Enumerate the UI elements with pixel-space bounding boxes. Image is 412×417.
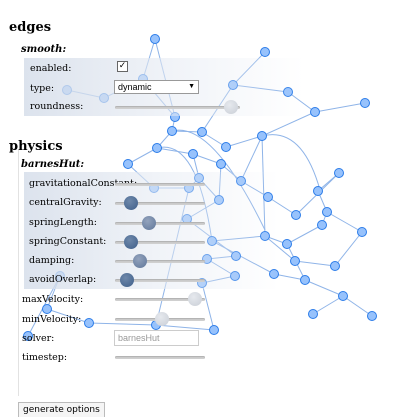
graph-node[interactable] (188, 149, 198, 159)
enabled-label: enabled: (30, 63, 72, 74)
timestep-label: timestep: (22, 352, 68, 363)
maxvelocity-label: maxVelocity: (22, 294, 84, 305)
graph-node[interactable] (322, 207, 332, 217)
graph-edge (294, 260, 336, 267)
barneshut-slider-handle[interactable] (124, 196, 138, 210)
barneshut-slider[interactable] (115, 241, 205, 244)
graph-edge (261, 134, 321, 191)
graph-node[interactable] (330, 261, 340, 271)
graph-node[interactable] (197, 127, 207, 137)
graph-edge (88, 322, 157, 326)
graph-edge (273, 273, 306, 281)
barneshut-slider[interactable] (115, 260, 205, 263)
graph-node[interactable] (209, 325, 219, 335)
graph-node[interactable] (291, 210, 301, 220)
timestep-slider[interactable] (115, 356, 205, 359)
barneshut-slider[interactable] (115, 279, 205, 282)
graph-node[interactable] (310, 107, 320, 117)
chevron-down-icon: ▼ (188, 83, 195, 90)
graph-node[interactable] (23, 331, 33, 341)
solver-label: solver: (22, 333, 55, 344)
graph-edge (286, 224, 323, 245)
graph-edge (156, 147, 194, 155)
graph-node[interactable] (357, 227, 367, 237)
type-select-value: dynamic (118, 82, 152, 92)
graph-edge (304, 279, 344, 297)
graph-edge (314, 102, 366, 113)
graph-node[interactable] (313, 186, 323, 196)
graph-node[interactable] (221, 142, 231, 152)
enabled-checkbox[interactable]: ✓ (117, 61, 128, 72)
graph-node[interactable] (300, 275, 310, 285)
barneshut-slider-label: avoidOverlap: (29, 274, 97, 285)
graph-node[interactable] (167, 126, 177, 136)
minvelocity-label: minVelocity: (22, 314, 82, 325)
edges-heading: edges (9, 20, 52, 35)
roundness-slider-handle[interactable] (224, 100, 238, 114)
barneshut-section-title: barnesHut: (21, 159, 85, 170)
graph-node[interactable] (123, 159, 133, 169)
solver-input[interactable]: barnesHut (114, 330, 199, 346)
roundness-label: roundness: (30, 101, 84, 112)
maxvelocity-slider-handle[interactable] (188, 292, 202, 306)
graph-node[interactable] (338, 291, 348, 301)
barneshut-slider[interactable] (115, 222, 205, 225)
type-label: type: (30, 83, 55, 94)
graph-node[interactable] (367, 311, 377, 321)
roundness-slider[interactable] (115, 106, 240, 109)
barneshut-slider-label: damping: (29, 255, 75, 266)
graph-node[interactable] (216, 159, 226, 169)
graph-node[interactable] (42, 304, 52, 314)
graph-node[interactable] (260, 47, 270, 57)
physics-heading: physics (9, 139, 63, 154)
barneshut-slider-label: springConstant: (29, 236, 107, 247)
barneshut-slider-label: centralGravity: (29, 197, 102, 208)
barneshut-slider-handle[interactable] (142, 216, 156, 230)
physics-divider (18, 150, 19, 396)
barneshut-slider[interactable] (115, 183, 205, 186)
graph-edge (342, 295, 373, 317)
graph-node[interactable] (152, 143, 162, 153)
graph-node[interactable] (257, 131, 267, 141)
graph-node[interactable] (282, 239, 292, 249)
graph-edge (127, 147, 158, 165)
barneshut-slider[interactable] (115, 202, 205, 205)
graph-edge (201, 282, 215, 331)
graph-node[interactable] (308, 309, 318, 319)
graph-edge (46, 308, 90, 324)
graph-node[interactable] (317, 220, 327, 230)
graph-edge (261, 111, 316, 137)
graph-node[interactable] (84, 318, 94, 328)
graph-edge (334, 231, 363, 267)
barneshut-slider-handle[interactable] (133, 254, 147, 268)
barneshut-slider-handle[interactable] (124, 235, 138, 249)
graph-edge (155, 324, 215, 331)
minvelocity-slider-handle[interactable] (155, 312, 169, 326)
barneshut-options-box (24, 172, 279, 289)
graph-edge (326, 211, 363, 233)
type-select[interactable]: dynamic ▼ (114, 80, 199, 94)
graph-node[interactable] (290, 256, 300, 266)
smooth-section-title: smooth: (21, 44, 67, 55)
barneshut-slider-label: springLength: (29, 217, 98, 228)
maxvelocity-slider[interactable] (115, 298, 205, 301)
graph-node[interactable] (360, 98, 370, 108)
graph-node[interactable] (150, 34, 160, 44)
graph-node[interactable] (334, 168, 344, 178)
barneshut-slider-handle[interactable] (119, 273, 134, 287)
generate-options-button[interactable]: generate options (18, 402, 105, 417)
barneshut-slider-label: gravitationalConstant: (29, 178, 138, 189)
graph-edge (312, 295, 344, 315)
graph-edge (225, 135, 263, 148)
